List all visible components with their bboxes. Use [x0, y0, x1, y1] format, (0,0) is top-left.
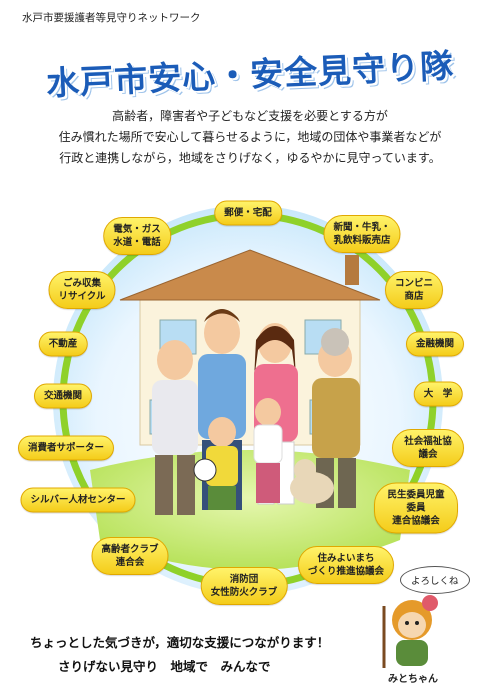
node-university: 大 学: [413, 381, 463, 407]
intro-text: 高齢者，障害者や子どもなど支援を必要とする方が 住み慣れた場所で安心して暮らせる…: [0, 106, 500, 169]
intro-line-2: 住み慣れた場所で安心して暮らせるように，地域の団体や事業者などが: [58, 130, 442, 144]
node-social-welfare-council: 社会福祉協議会: [392, 429, 464, 467]
node-community-council: 住みよいまち づくり推進協議会: [297, 546, 395, 584]
node-newspaper-milk: 新聞・牛乳・ 乳飲料販売店: [323, 215, 401, 253]
node-consumer-supporter: 消費者サポーター: [17, 435, 115, 461]
mascot-speech-bubble: よろしくね: [400, 566, 470, 594]
node-senior-club: 高齢者クラブ 連合会: [91, 537, 169, 575]
node-real-estate: 不動産: [38, 331, 88, 357]
mascot-mito-chan: [382, 595, 438, 668]
node-utilities: 電気・ガス 水道・電話: [103, 217, 171, 255]
node-welfare-commissioners: 民生委員児童委員 連合協議会: [374, 482, 458, 534]
node-postal-delivery: 郵便・宅配: [214, 200, 282, 226]
slogan-line-1: ちょっとした気づきが，適切な支援につながります！: [30, 635, 330, 650]
node-fire-brigade: 消防団 女性防火クラブ: [200, 567, 288, 605]
intro-line-3: 行政と連携しながら，地域をさりげなく，ゆるやかに見守っています。: [59, 151, 441, 165]
slogan-line-2: さりげない見守り 地域で みんなで: [58, 659, 271, 674]
family-illustration: [152, 309, 360, 515]
node-financial-institutions: 金融機関: [405, 331, 465, 357]
node-convenience-store: コンビニ 商店: [384, 271, 444, 309]
intro-line-1: 高齢者，障害者や子どもなど支援を必要とする方が: [112, 109, 388, 123]
node-waste-recycling: ごみ収集 リサイクル: [48, 271, 116, 309]
node-transportation: 交通機関: [33, 383, 93, 409]
mascot-name: みとちゃん: [388, 674, 438, 685]
node-silver-human-resources: シルバー人材センター: [20, 487, 136, 513]
org-name: 水戸市要援護者等見守りネットワーク: [22, 12, 201, 24]
